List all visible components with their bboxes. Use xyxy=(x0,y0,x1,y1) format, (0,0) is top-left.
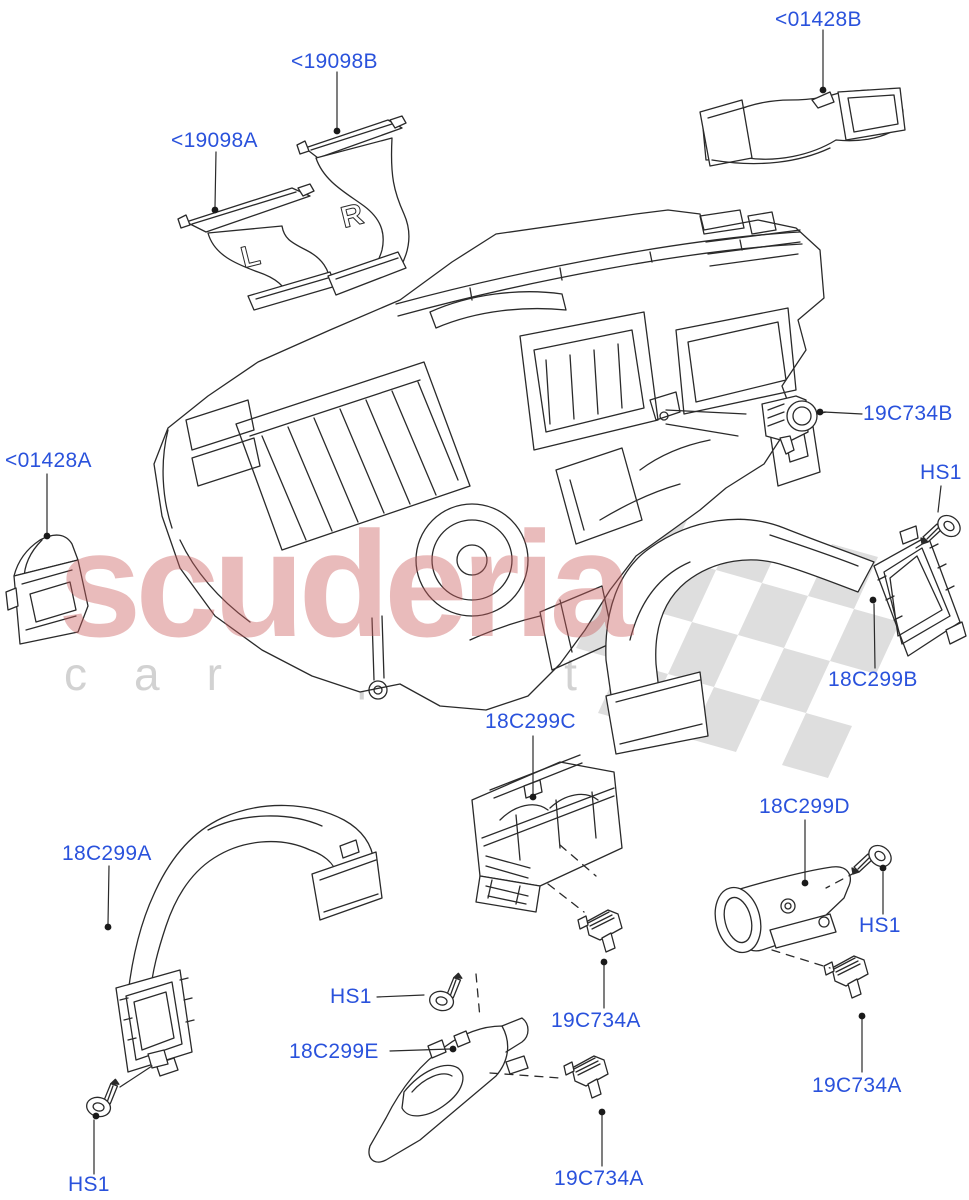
callout-19098a: <19098A xyxy=(171,129,258,152)
callout-hs1-center: HS1 xyxy=(330,985,372,1008)
instrument-panel-assembly xyxy=(153,209,825,711)
leader-dots xyxy=(43,86,887,1120)
callout-19098b: <19098B xyxy=(291,50,378,73)
demister-duct-right: R xyxy=(296,115,410,296)
panel-18c299e xyxy=(368,1017,529,1163)
leader-lines xyxy=(46,29,942,1175)
callout-hs1-bottom: HS1 xyxy=(68,1173,110,1196)
duct-01428a xyxy=(5,534,89,645)
vent-18c299c xyxy=(471,754,623,913)
demister-duct-left: L xyxy=(177,183,337,311)
duct-18c299b xyxy=(605,518,967,755)
callout-01428a: <01428A xyxy=(5,449,92,472)
duct-01428b xyxy=(699,87,906,167)
screw-hs1-center xyxy=(419,972,474,1022)
sensor-19c734a-2 xyxy=(563,1055,609,1099)
callout-19c734a-2: 19C734A xyxy=(812,1074,902,1097)
screw-hs1-mid-right xyxy=(851,840,896,875)
callout-18c299c: 18C299C xyxy=(485,710,576,733)
callout-18c299b: 18C299B xyxy=(828,668,918,691)
sensor-19c734a-1 xyxy=(577,909,623,953)
callout-18c299a: 18C299A xyxy=(62,842,152,865)
callout-01428b: <01428B xyxy=(775,8,862,31)
watermark-brand: scuderia xyxy=(58,500,635,668)
screw-hs1-top-right xyxy=(920,510,965,545)
callout-19c734a-1: 19C734A xyxy=(551,1009,641,1032)
callout-hs1-mid: HS1 xyxy=(859,914,901,937)
callout-19c734b: 19C734B xyxy=(863,402,953,425)
callout-18c299e: 18C299E xyxy=(289,1040,379,1063)
callout-hs1-top: HS1 xyxy=(920,461,962,484)
actuator-19c734b xyxy=(761,395,827,455)
duct-18c299d xyxy=(714,866,851,954)
callout-18c299d: 18C299D xyxy=(759,795,850,818)
callout-19c734a-3: 19C734A xyxy=(554,1167,644,1190)
duct-18c299a xyxy=(115,804,383,1077)
assembly-dashed-lines xyxy=(475,844,857,1079)
sensor-19c734a-3 xyxy=(823,955,869,999)
